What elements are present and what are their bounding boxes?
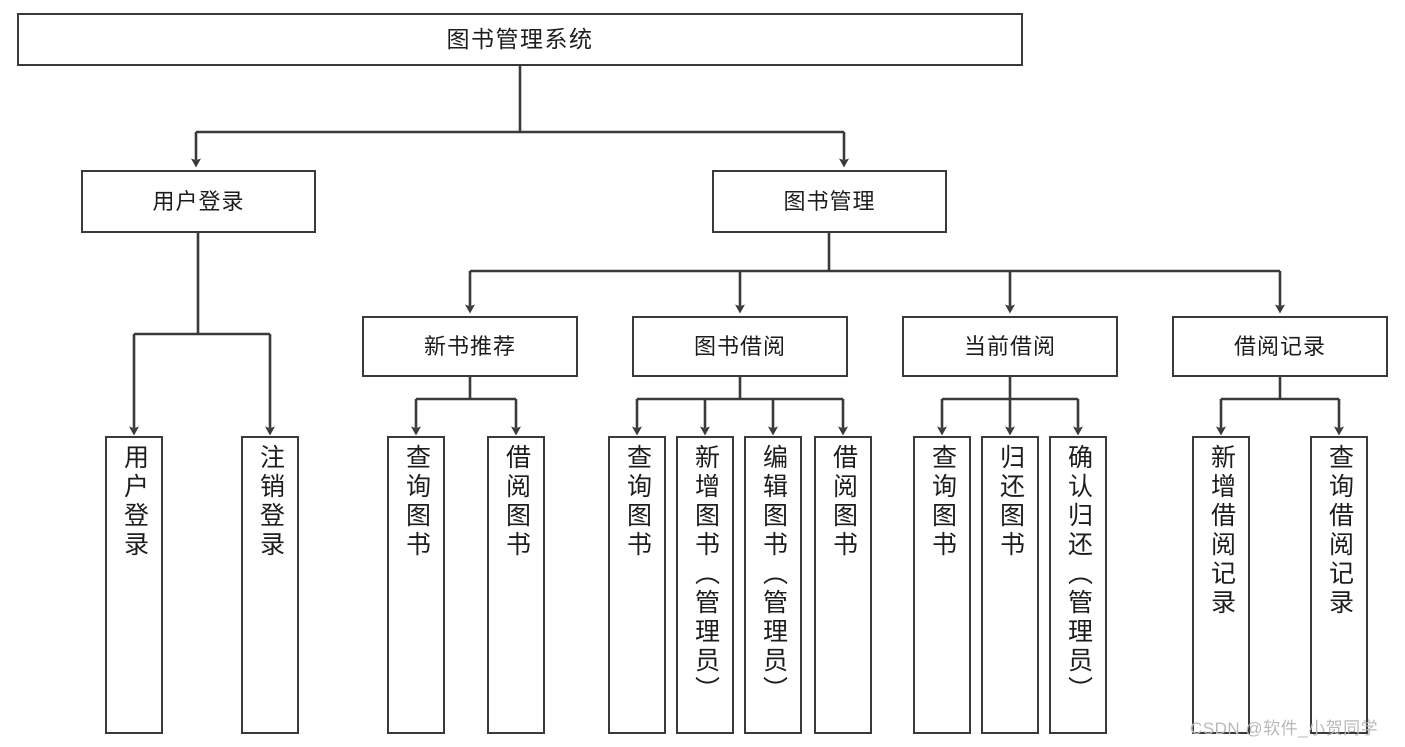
node-leaf-confirm-return[interactable]: 确认归还（管理员）: [1049, 436, 1107, 734]
node-leaf-borrow-book-2[interactable]: 借阅图书: [814, 436, 872, 734]
node-leaf-borrow-book-1[interactable]: 借阅图书: [487, 436, 545, 734]
node-leaf-add-book-label: 新增图书（管理员）: [691, 444, 720, 705]
node-leaf-edit-book-label: 编辑图书（管理员）: [759, 444, 788, 705]
node-leaf-user-logout-label: 注销登录: [256, 444, 285, 560]
node-leaf-user-login-label: 用户登录: [120, 444, 149, 560]
node-leaf-return-book[interactable]: 归还图书: [981, 436, 1039, 734]
node-leaf-return-book-label: 归还图书: [996, 444, 1025, 560]
node-borrow-records-label: 借阅记录: [1233, 333, 1326, 359]
node-leaf-add-book[interactable]: 新增图书（管理员）: [676, 436, 734, 734]
node-leaf-add-record[interactable]: 新增借阅记录: [1192, 436, 1250, 734]
node-user-login-label: 用户登录: [152, 188, 245, 214]
node-leaf-query-book-1-label: 查询图书: [402, 444, 431, 560]
node-current-borrow[interactable]: 当前借阅: [902, 316, 1118, 377]
node-leaf-query-book-1[interactable]: 查询图书: [387, 436, 445, 734]
node-book-borrow[interactable]: 图书借阅: [632, 316, 848, 377]
node-leaf-borrow-book-2-label: 借阅图书: [829, 444, 858, 560]
node-leaf-query-record-label: 查询借阅记录: [1325, 444, 1354, 618]
node-new-book-recommend[interactable]: 新书推荐: [362, 316, 578, 377]
node-leaf-borrow-book-1-label: 借阅图书: [502, 444, 531, 560]
watermark-text: CSDN @软件_小贺同学: [1190, 719, 1379, 738]
node-leaf-query-book-3-label: 查询图书: [928, 444, 957, 560]
node-leaf-add-record-label: 新增借阅记录: [1207, 444, 1236, 618]
node-leaf-edit-book[interactable]: 编辑图书（管理员）: [744, 436, 802, 734]
node-leaf-user-login[interactable]: 用户登录: [105, 436, 163, 734]
node-borrow-records[interactable]: 借阅记录: [1172, 316, 1388, 377]
node-current-borrow-label: 当前借阅: [963, 333, 1056, 359]
node-book-management[interactable]: 图书管理: [712, 170, 947, 233]
node-leaf-query-book-3[interactable]: 查询图书: [913, 436, 971, 734]
node-new-book-recommend-label: 新书推荐: [423, 333, 516, 359]
node-leaf-query-book-2[interactable]: 查询图书: [608, 436, 666, 734]
node-root-label: 图书管理系统: [446, 25, 594, 52]
node-leaf-user-logout[interactable]: 注销登录: [241, 436, 299, 734]
node-book-borrow-label: 图书借阅: [693, 333, 786, 359]
node-leaf-query-book-2-label: 查询图书: [623, 444, 652, 560]
node-leaf-query-record[interactable]: 查询借阅记录: [1310, 436, 1368, 734]
node-book-management-label: 图书管理: [783, 188, 876, 214]
node-leaf-confirm-return-label: 确认归还（管理员）: [1064, 444, 1093, 705]
node-user-login[interactable]: 用户登录: [81, 170, 316, 233]
node-root[interactable]: 图书管理系统: [17, 13, 1023, 66]
